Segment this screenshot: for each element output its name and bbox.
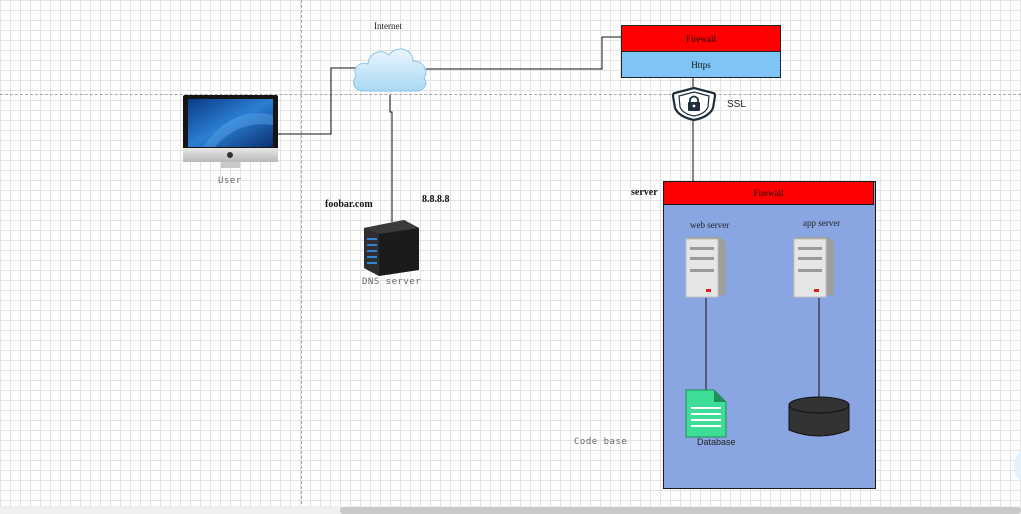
https-label: Https [691,59,711,70]
user-label: User [218,176,242,186]
database-label: Database [697,437,736,447]
app-server-label: app server [803,218,841,228]
firewall-server-box[interactable]: Firewall [663,181,874,205]
internet-label: Internet [374,21,402,31]
code-base-label: Code base [574,437,628,447]
connector-user-internet [278,67,358,135]
cloud-icon [353,48,427,92]
guide-line-vertical [301,0,302,514]
code-file-icon[interactable] [685,389,727,438]
server-zone-label: server [631,187,658,198]
inner-connectors [705,298,820,398]
firewall-top-label: Firewall [686,33,716,44]
server-zone[interactable] [663,181,876,489]
guide-line-horizontal [0,94,1021,95]
side-panel-edge [1014,452,1021,480]
web-server-tower-icon[interactable] [684,235,726,299]
app-server-tower-icon[interactable] [792,235,834,299]
dns-server-label: DNS server [362,277,422,287]
firewall-server-label: Firewall [753,188,784,198]
ssl-shield-lock-icon [671,87,717,121]
https-box[interactable]: Https [621,51,781,78]
firewall-top-box[interactable]: Firewall [621,25,781,52]
imac-icon[interactable] [183,95,278,170]
web-server-label: web server [690,220,730,230]
connector-internet-firewall [426,36,621,70]
dns-domain-label: foobar.com [325,199,373,210]
horizontal-scrollbar-thumb[interactable] [340,507,1021,514]
dns-ip-label: 8.8.8.8 [422,194,450,205]
connector-internet-dns [389,95,393,222]
ssl-label: SSL [727,99,746,110]
database-cylinder-icon[interactable] [788,396,850,440]
rack-server-icon[interactable] [364,220,419,276]
